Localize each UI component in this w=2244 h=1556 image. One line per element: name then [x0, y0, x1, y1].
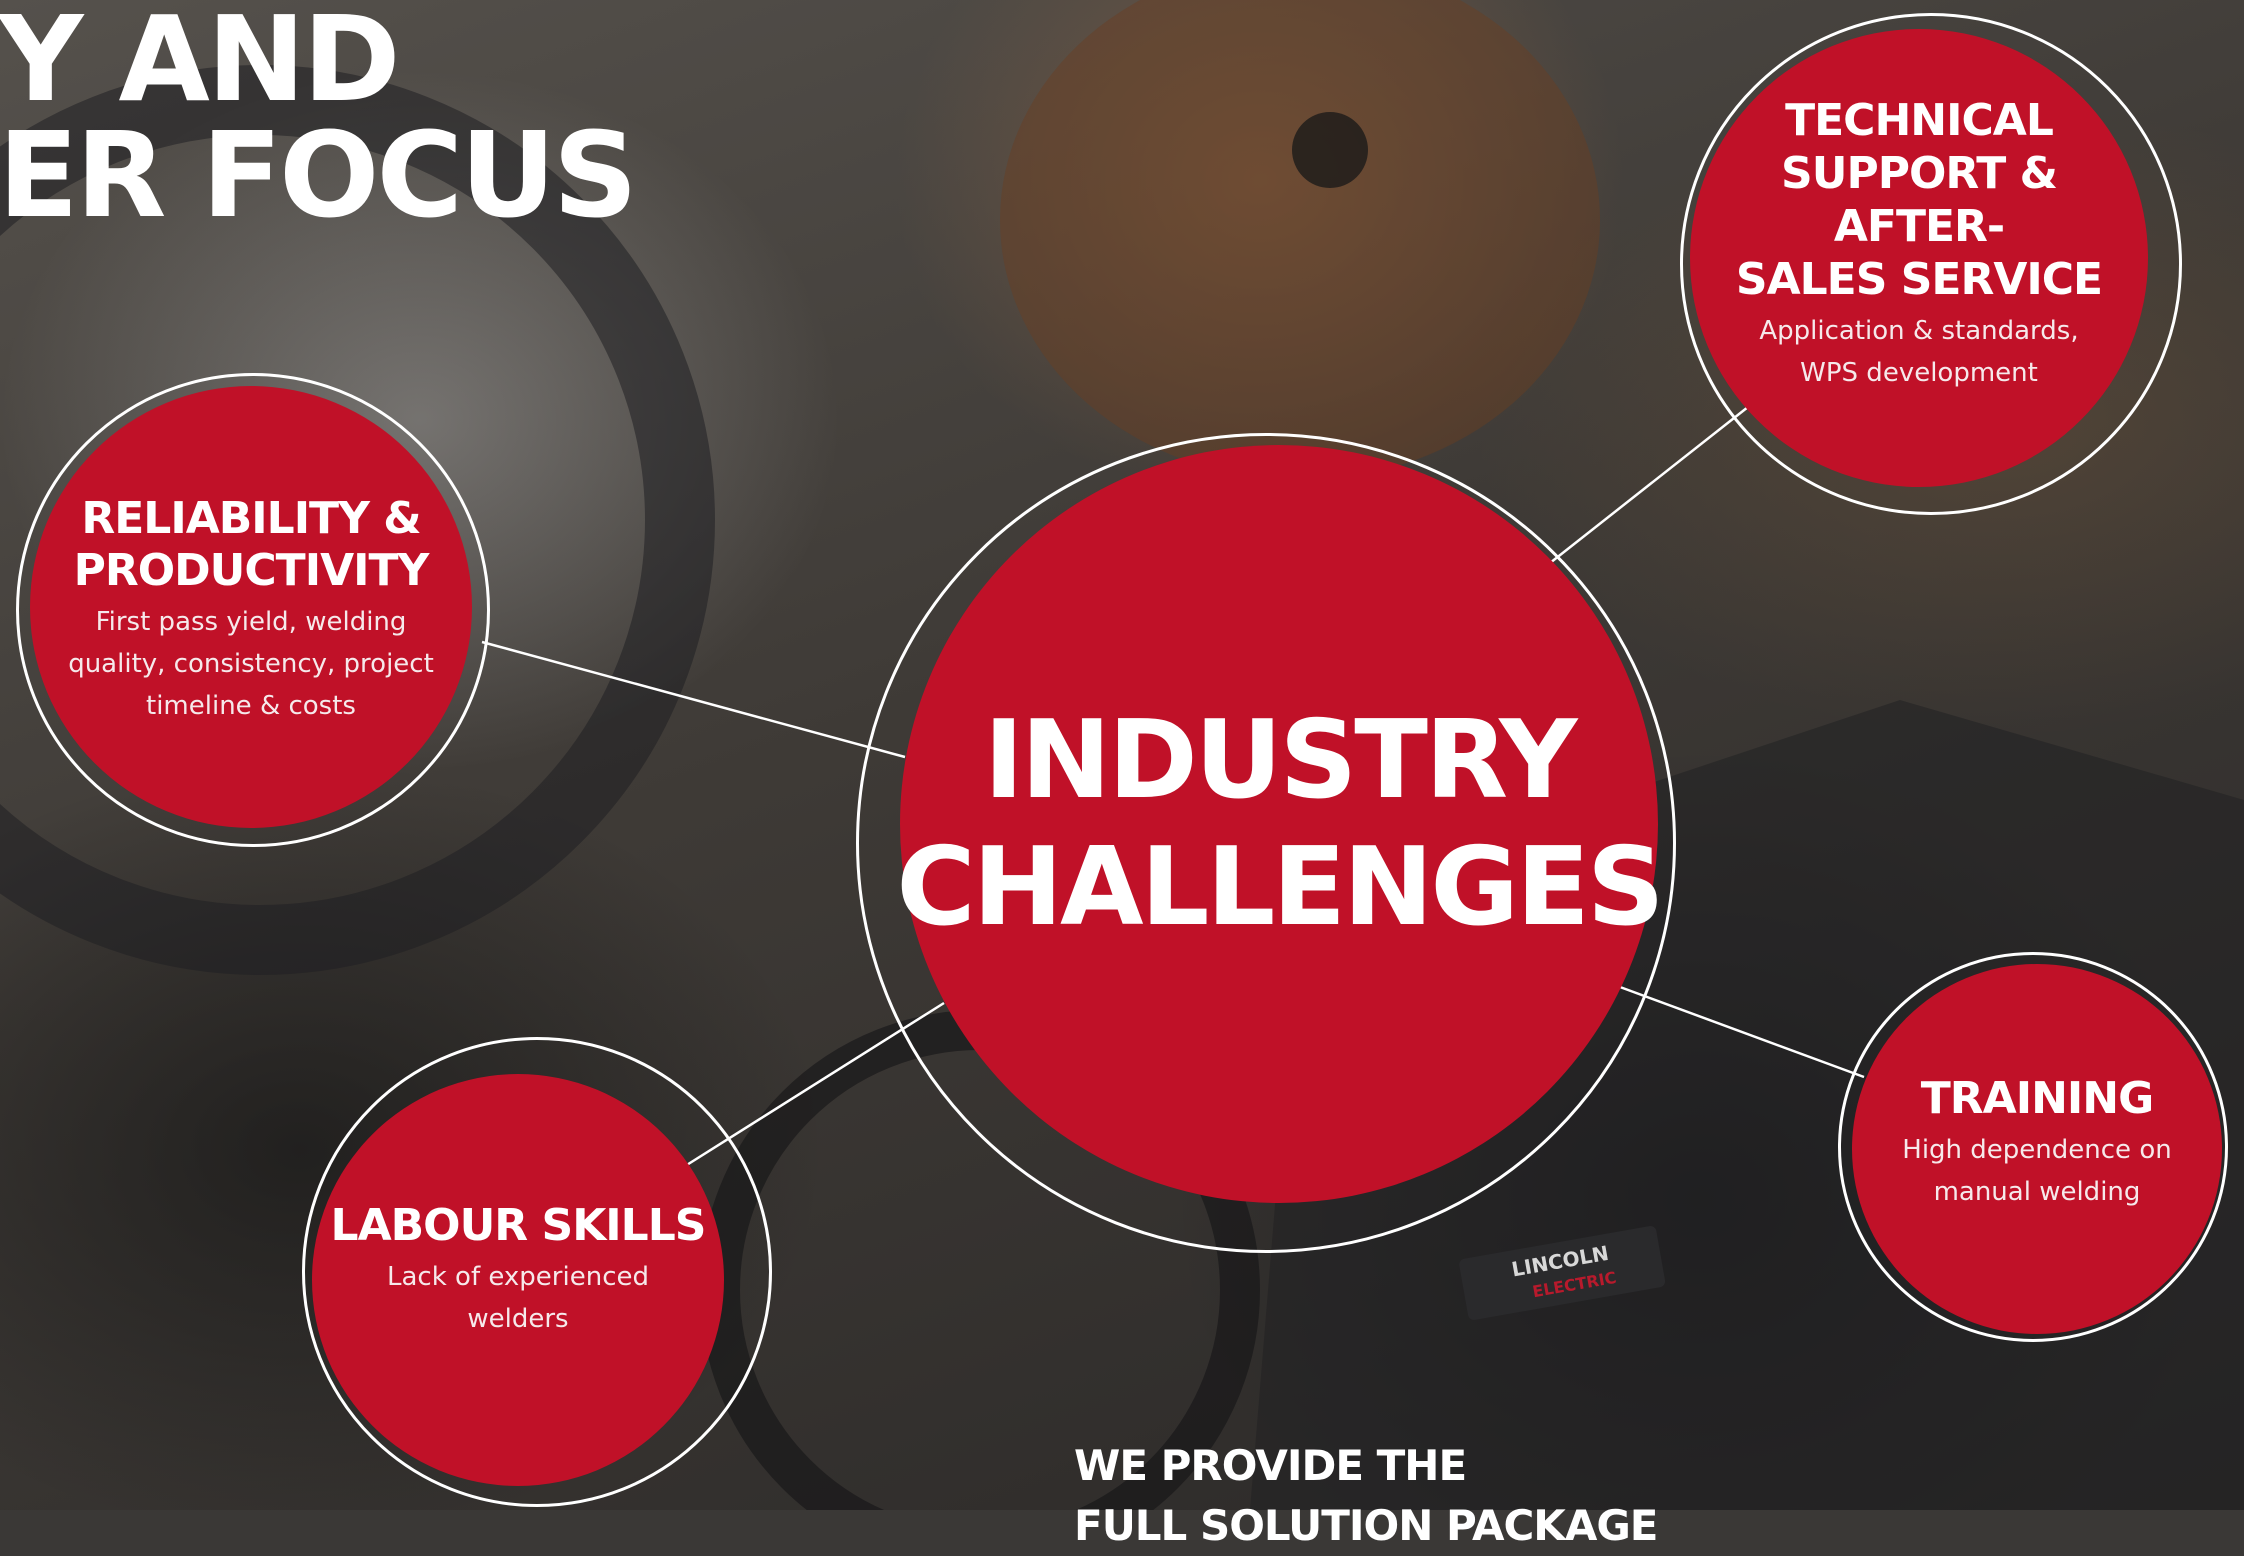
connector-training: [1619, 985, 1865, 1079]
full-solution-heading: WE PROVIDE THE FULL SOLUTION PACKAGE: [1074, 1436, 1658, 1556]
pipe-ring-shape: [0, 65, 715, 975]
labour-skills-desc-line2: welders: [467, 1304, 569, 1334]
training-title-line1: TRAINING: [1920, 1073, 2154, 1124]
reliability-desc-line1: First pass yield, welding: [95, 607, 407, 637]
labour-skills-title: LABOUR SKILLS: [330, 1200, 707, 1252]
center-title-line1: INDUSTRY: [983, 697, 1578, 823]
labour-skills-node: LABOUR SKILLS Lack of experienced welder…: [312, 1074, 724, 1486]
center-node-title: INDUSTRY CHALLENGES: [896, 697, 1664, 952]
technical-support-desc-line1: Application & standards,: [1759, 316, 2079, 346]
training-desc-line1: High dependence on: [1902, 1135, 2172, 1165]
labour-skills-title-line1: LABOUR SKILLS: [330, 1200, 707, 1251]
center-node: INDUSTRY CHALLENGES: [896, 445, 1665, 1203]
technical-support-node-ring: [1680, 13, 2182, 515]
technical-support-title-line2: SUPPORT & AFTER-: [1781, 148, 2058, 252]
training-desc-line2: manual welding: [1933, 1177, 2141, 1207]
reliability-title: RELIABILITY & PRODUCTIVITY: [73, 493, 430, 597]
helmet-shape: [1000, 0, 1600, 480]
technical-support-node: TECHNICAL SUPPORT & AFTER- SALES SERVICE…: [1690, 29, 2148, 487]
full-solution-heading-line1: WE PROVIDE THE: [1074, 1441, 1467, 1490]
training-description: High dependence on manual welding: [1902, 1129, 2171, 1213]
technical-support-description: Application & standards, WPS development: [1759, 310, 2078, 394]
full-solution-heading-line2: FULL SOLUTION PACKAGE: [1074, 1501, 1658, 1550]
connector-technical-support: [1549, 406, 1749, 564]
reliability-description: First pass yield, welding quality, consi…: [68, 601, 434, 727]
training-node-ring: [1838, 952, 2228, 1342]
technical-support-desc-line2: WPS development: [1800, 358, 2038, 388]
training-title: TRAINING: [1920, 1073, 2154, 1125]
helmet-light-shape: [1292, 112, 1368, 188]
center-node-ring: [856, 433, 1676, 1253]
reliability-node-ring: [16, 373, 490, 847]
headline-line2: ER FOCUS: [0, 106, 638, 244]
technical-support-title-line1: TECHNICAL: [1785, 95, 2054, 146]
labour-skills-desc-line1: Lack of experienced: [387, 1262, 649, 1292]
reliability-desc-line2: quality, consistency, project: [68, 649, 434, 679]
technical-support-title-line3: SALES SERVICE: [1735, 254, 2103, 305]
training-node: TRAINING High dependence on manual weldi…: [1852, 964, 2222, 1334]
center-title-line2: CHALLENGES: [896, 825, 1664, 950]
reliability-title-line1: RELIABILITY &: [81, 493, 421, 544]
technical-support-title: TECHNICAL SUPPORT & AFTER- SALES SERVICE: [1690, 94, 2148, 306]
labour-skills-description: Lack of experienced welders: [387, 1256, 649, 1340]
headline-line1: Y AND: [0, 0, 401, 128]
reliability-node: RELIABILITY & PRODUCTIVITY First pass yi…: [30, 386, 472, 828]
connector-reliability: [481, 640, 906, 759]
reliability-title-line2: PRODUCTIVITY: [73, 545, 430, 596]
labour-skills-node-ring: [302, 1037, 772, 1507]
reliability-desc-line3: timeline & costs: [146, 691, 356, 721]
